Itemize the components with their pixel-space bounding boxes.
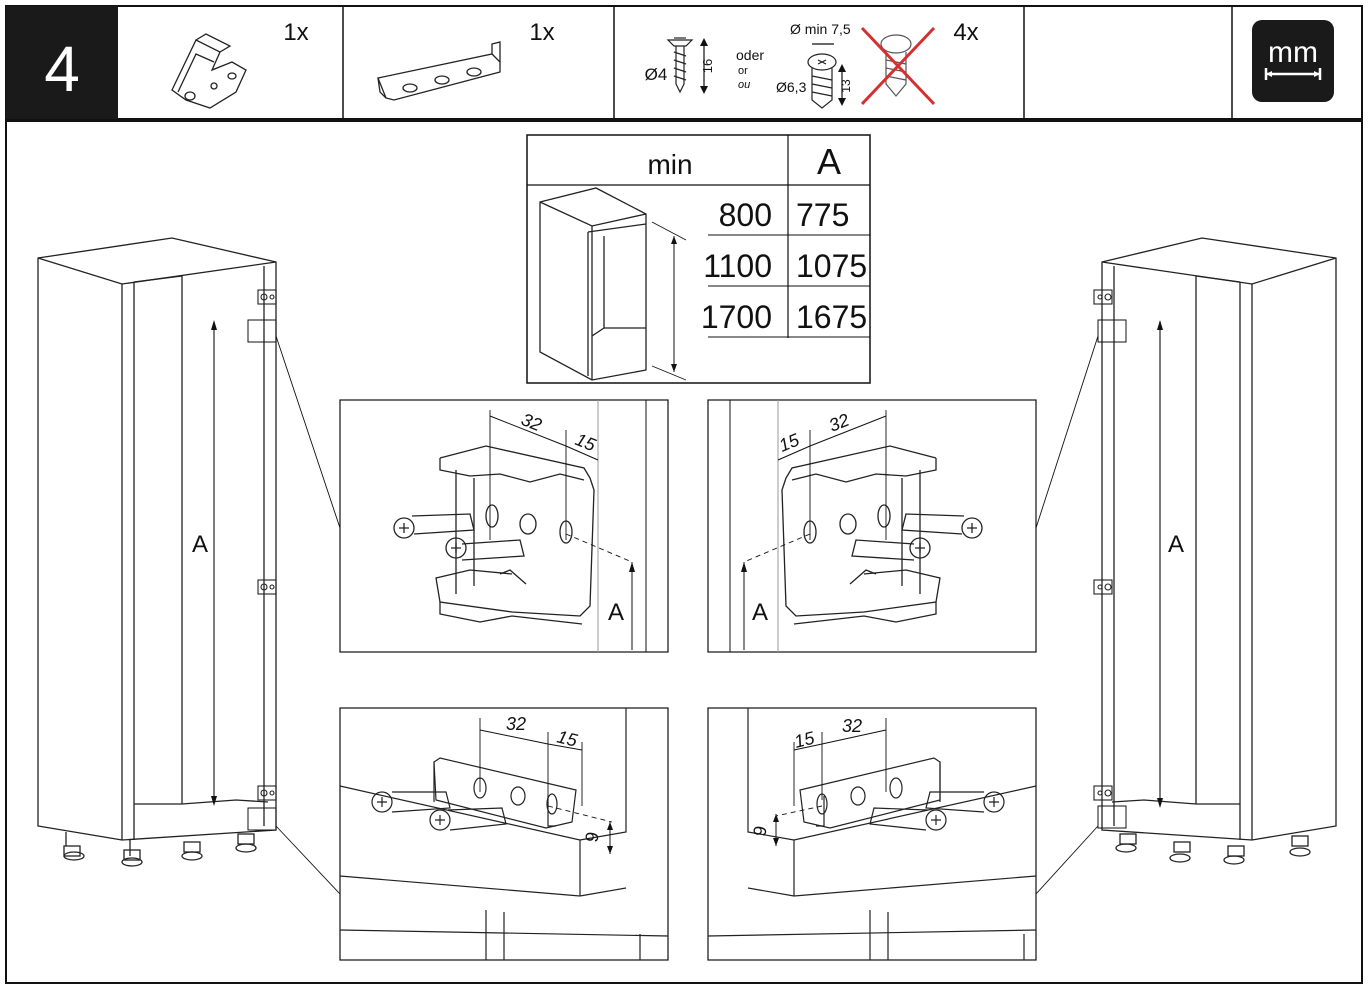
left-hinge-bottom [257,785,277,801]
ou-label: ou [738,79,750,91]
main-frame [5,120,1363,984]
screw-spec-group: 16 Ø4 oder or ou Ø min 7,5 13 Ø6,3 4x [645,19,979,109]
dim-9-bottom-left: 9 [581,830,602,843]
dim-32-bottom-right: 32 [842,716,862,736]
alt-diameter: Ø6,3 [776,79,807,95]
left-detail-marker-top [247,319,277,343]
left-dim-a: A [192,531,208,558]
step-number-box [6,6,118,119]
cabinet-box-icon [539,187,647,381]
cross-out-icon [860,26,936,106]
screw-length: 16 [700,59,715,73]
left-hinge-middle [257,579,277,595]
dim-32-bottom-left: 32 [506,714,526,734]
detail-dim-a-left: A [608,599,624,626]
hinge-clip-qty: 1x [283,19,308,46]
table-header-a: A [817,141,841,182]
or-label: or [738,65,748,77]
size-table: min A 800 775 1100 1075 1700 1675 [526,134,871,384]
screw-diameter: Ø4 [645,65,668,84]
right-dim-a: A [1168,531,1184,558]
table-row-min: 1700 [701,299,772,335]
right-cabinet [1101,237,1337,865]
detail-top-left: 32 15 A [339,399,669,653]
right-hinge-top [1093,289,1113,305]
table-row-a: 1675 [796,299,867,335]
dim-9-bottom-right: 9 [749,824,770,837]
detail-top-right: 32 15 A [707,399,1037,653]
alt-min-diameter: Ø min 7,5 [790,21,851,37]
alt-length: 13 [839,79,853,93]
right-hinge-middle [1093,579,1113,595]
table-row-min: 1100 [703,248,772,284]
unit-badge-label: mm [1268,36,1318,69]
detail-dim-a-right: A [752,599,768,626]
right-detail-marker-top [1097,319,1127,343]
detail-bottom-left: 32 15 9 [339,707,669,961]
unit-badge: mm [1252,20,1334,102]
mount-plate-part [377,41,501,101]
oder-label: oder [736,47,764,63]
alt-screw-icon [807,53,837,109]
right-hinge-bottom [1093,785,1113,801]
left-hinge-top [257,289,277,305]
left-detail-marker-bottom [247,807,277,831]
table-row-min: 800 [719,197,772,233]
left-cabinet [37,237,277,867]
table-header-min: min [647,149,692,180]
mount-plate-qty: 1x [529,19,554,46]
right-detail-marker-bottom [1097,805,1127,829]
step-number: 4 [44,33,80,105]
table-row-a: 775 [796,197,849,233]
detail-bottom-right: 32 15 9 [707,707,1037,961]
table-row-a: 1075 [796,248,867,284]
hinge-clip-part [171,33,247,109]
wood-screw-icon [666,37,694,94]
screw-qty: 4x [953,19,978,46]
